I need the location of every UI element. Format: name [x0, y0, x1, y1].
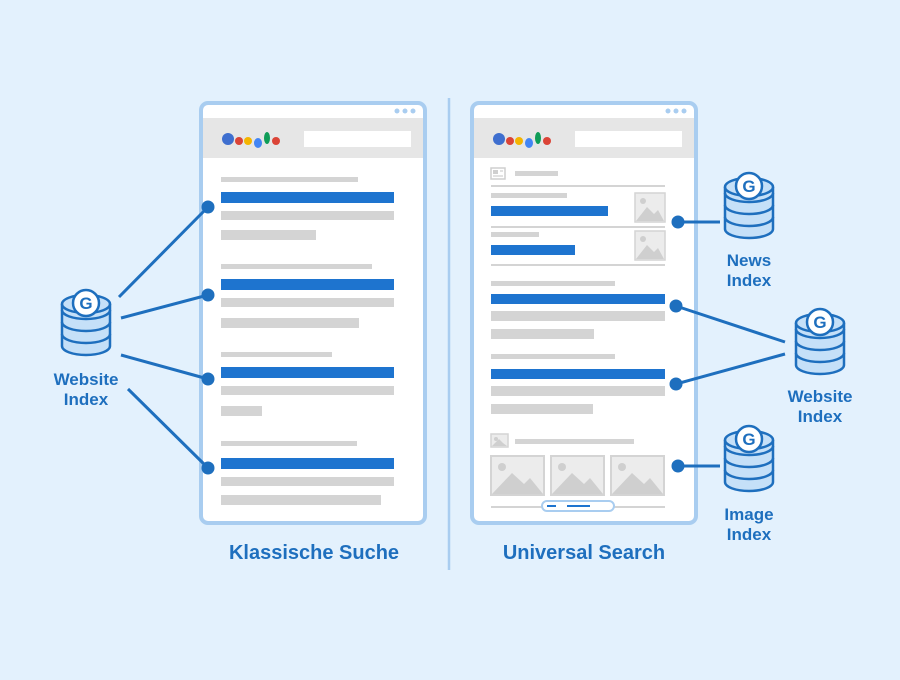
- image-thumbnail-icon: [634, 230, 666, 261]
- index-glyph: G: [742, 430, 755, 449]
- image-result-2: [550, 455, 605, 496]
- image-index-label: Image Index: [724, 505, 774, 544]
- image-result-3: [610, 455, 665, 496]
- database-icon: [723, 171, 775, 240]
- database-icon: [794, 307, 846, 376]
- google-logo-icon: [222, 132, 280, 148]
- carousel-icon[interactable]: [541, 500, 615, 512]
- index-glyph: G: [79, 294, 92, 313]
- classic-search-browser: [199, 101, 427, 525]
- universal-search-browser: [470, 101, 698, 525]
- universal-search-caption: Universal Search: [502, 542, 666, 564]
- result-1: [221, 177, 394, 240]
- window-dots-icon: [665, 108, 687, 114]
- left-website-index-label: Website Index: [53, 370, 119, 409]
- result-2: [221, 264, 394, 328]
- web-result-2: [491, 354, 665, 414]
- result-4: [221, 441, 394, 505]
- news-index-label: News Index: [726, 251, 772, 290]
- news-item-1: [491, 192, 666, 223]
- image-section-icon: [490, 433, 509, 448]
- google-logo-icon: [493, 132, 551, 148]
- news-item-2: [491, 230, 666, 261]
- right-connectors: [669, 215, 786, 473]
- left-connectors: [117, 200, 215, 475]
- image-result-1: [490, 455, 545, 496]
- result-3: [221, 352, 394, 416]
- index-glyph: G: [813, 313, 826, 332]
- window-dots-icon: [394, 108, 416, 114]
- database-icon: [60, 288, 112, 357]
- image-thumbnail-icon: [634, 192, 666, 223]
- right-website-index-label: Website Index: [787, 387, 853, 426]
- classic-search-caption: Klassische Suche: [228, 542, 400, 564]
- search-box[interactable]: [575, 131, 682, 147]
- news-icon: [490, 167, 506, 180]
- search-box[interactable]: [304, 131, 411, 147]
- database-icon: [723, 424, 775, 493]
- web-result-1: [491, 281, 665, 339]
- index-glyph: G: [742, 177, 755, 196]
